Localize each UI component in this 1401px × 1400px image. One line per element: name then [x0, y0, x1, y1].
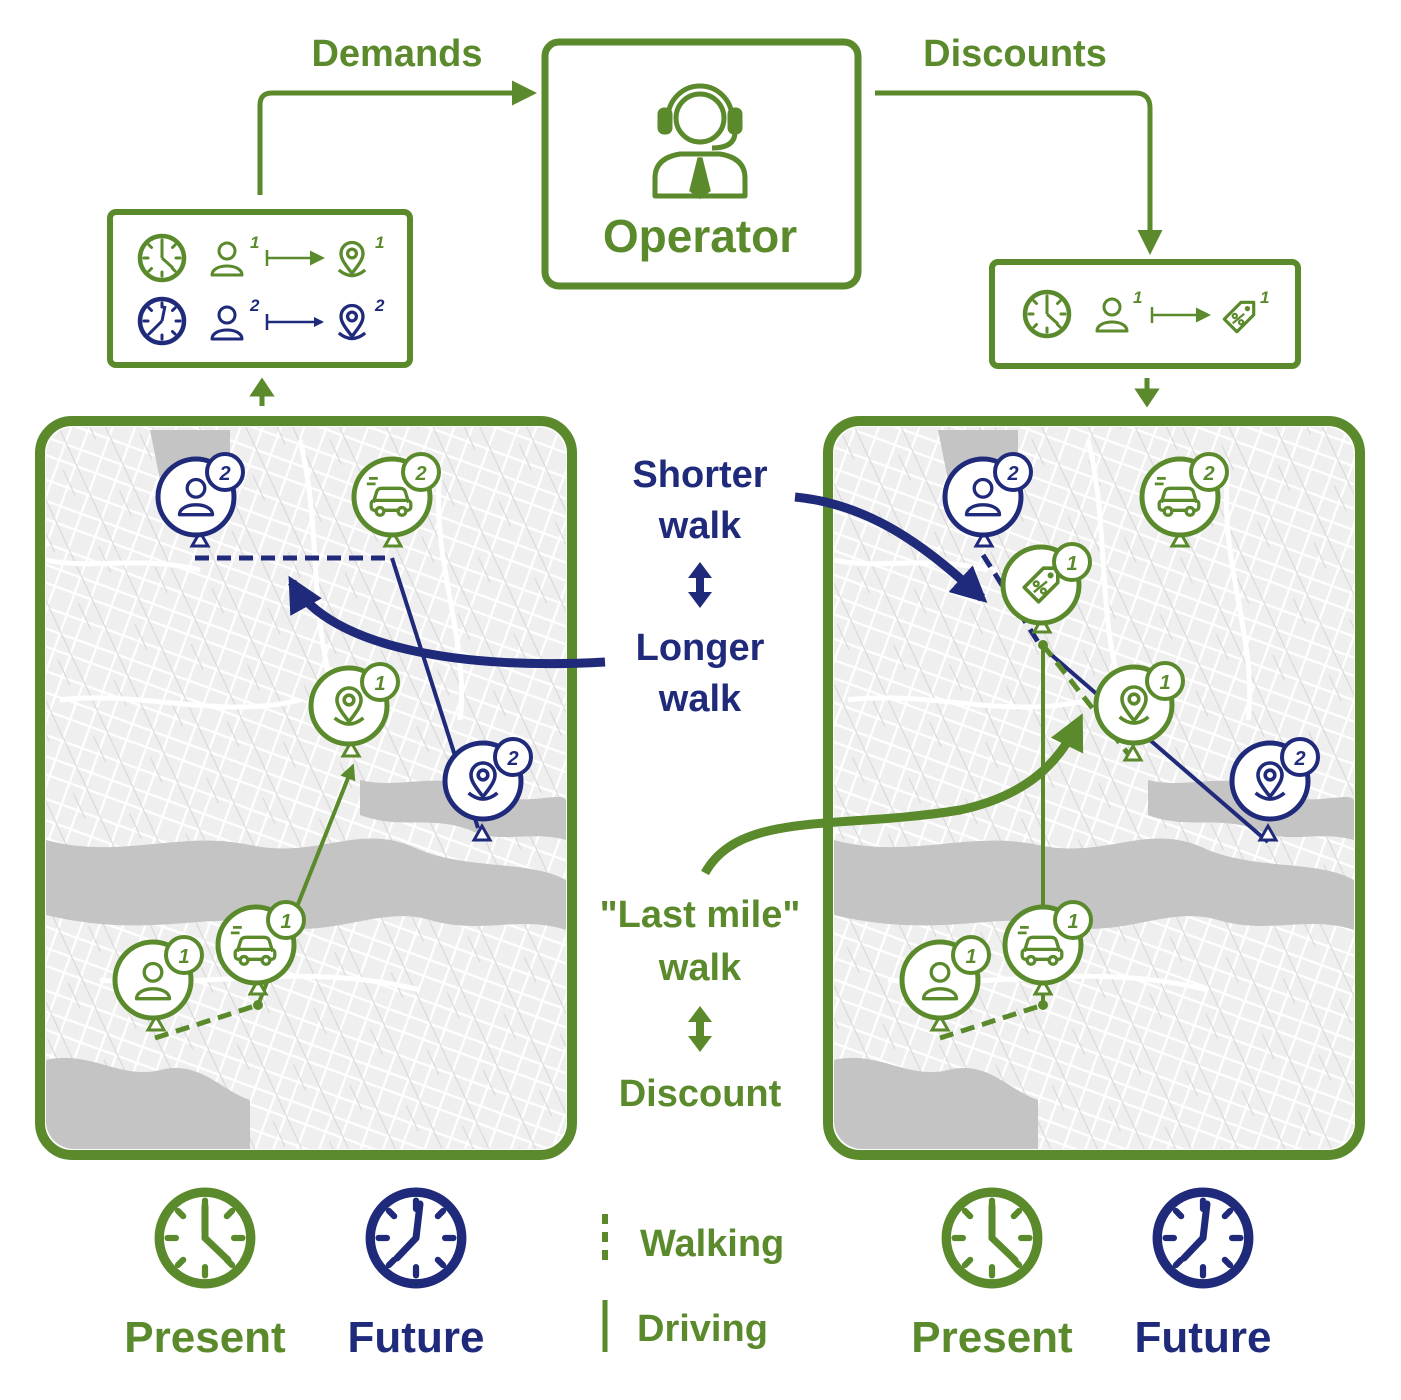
- pin-discount-1[interactable]: 1: [1000, 542, 1092, 634]
- pin-car-2[interactable]: 2: [351, 452, 441, 548]
- walking-label: Walking: [640, 1223, 784, 1265]
- pin-car-1[interactable]: 1: [215, 900, 306, 996]
- demands-arrow: [257, 80, 537, 195]
- pin-sup: 2: [414, 463, 426, 485]
- longer-walk-arrow: [288, 575, 606, 669]
- pin-sup: 1: [1067, 911, 1078, 933]
- pin-destination-1[interactable]: 1: [308, 662, 400, 758]
- shorter-walk-arrow: [794, 492, 988, 603]
- pin-destination-1[interactable]: 1: [1093, 661, 1185, 762]
- pin-user-1[interactable]: 1: [899, 935, 991, 1032]
- last-mile-walk-arrow: [701, 713, 1084, 876]
- demand-user-sup-2: 2: [249, 296, 260, 315]
- pin-destination-2[interactable]: 2: [1229, 737, 1320, 842]
- pin-sup: 1: [374, 673, 385, 695]
- discounts-label: Discounts: [923, 33, 1107, 75]
- demand-row-1: 1 1: [140, 233, 384, 280]
- demand-dest-sup-1: 1: [375, 233, 384, 252]
- legend-right: Present Future: [911, 1192, 1271, 1362]
- pin-sup: 1: [280, 911, 291, 933]
- driving-label: Driving: [637, 1308, 768, 1350]
- tradeoff-arrow-blue: [688, 562, 712, 608]
- demands-label: Demands: [311, 33, 482, 75]
- future-label: Future: [1135, 1313, 1272, 1362]
- discount-user-sup: 1: [1133, 288, 1142, 307]
- left-map: 2 2 1 2 1: [35, 416, 577, 1160]
- operator-box: Operator: [541, 38, 862, 290]
- drive-line-blue: [1038, 643, 1270, 844]
- last-mile-line2: walk: [658, 947, 742, 989]
- present-label: Present: [911, 1313, 1073, 1362]
- walk-line-green: [939, 1002, 1044, 1041]
- pin-user-2[interactable]: 2: [155, 452, 245, 548]
- present-label: Present: [124, 1313, 286, 1362]
- discount-box: 1 1: [989, 259, 1301, 369]
- longer-walk-line2: walk: [658, 678, 742, 720]
- discount-label: Discount: [619, 1073, 782, 1115]
- pin-sup: 2: [506, 748, 518, 770]
- walk-line-green: [154, 1002, 259, 1041]
- shorter-walk-line1: Shorter: [632, 454, 767, 496]
- operator-headset-icon: [652, 83, 748, 200]
- pin-sup: 1: [1159, 672, 1170, 694]
- operator-label: Operator: [603, 210, 797, 262]
- tradeoff-arrow-green: [688, 1006, 712, 1052]
- pin-sup: 2: [218, 463, 230, 485]
- longer-walk-line1: Longer: [636, 627, 765, 669]
- demand-user-sup-1: 1: [250, 233, 259, 252]
- future-label: Future: [348, 1313, 485, 1362]
- pin-car-2[interactable]: 2: [1139, 452, 1229, 548]
- right-map: 2 2 1 1 2: [823, 416, 1365, 1160]
- pin-destination-2[interactable]: 2: [442, 737, 533, 842]
- pin-sup: 1: [1066, 553, 1077, 575]
- pin-user-1[interactable]: 1: [112, 935, 204, 1032]
- pin-sup: 2: [1293, 748, 1305, 770]
- legend-line-types: Walking Driving: [602, 1214, 784, 1352]
- pin-sup: 1: [965, 946, 976, 968]
- pin-car-1[interactable]: 1: [1002, 900, 1093, 996]
- discount-tag-sup: 1: [1260, 288, 1269, 307]
- pin-user-2[interactable]: 2: [942, 452, 1033, 548]
- down-arrow-small: [1134, 378, 1160, 408]
- pin-sup: 2: [1202, 463, 1214, 485]
- shorter-walk-line2: walk: [658, 505, 742, 547]
- up-arrow-small: [249, 377, 275, 406]
- water: [834, 838, 1354, 930]
- pin-sup: 1: [178, 946, 189, 968]
- last-mile-line1: "Last mile": [600, 894, 801, 936]
- demand-row-2: 2 2: [140, 296, 385, 343]
- legend-left: Present Future: [124, 1192, 484, 1362]
- discounts-arrow: [875, 90, 1163, 255]
- pin-sup: 2: [1006, 463, 1018, 485]
- demand-box: 1 1 2 2: [107, 209, 413, 368]
- demand-dest-sup-2: 2: [374, 296, 385, 315]
